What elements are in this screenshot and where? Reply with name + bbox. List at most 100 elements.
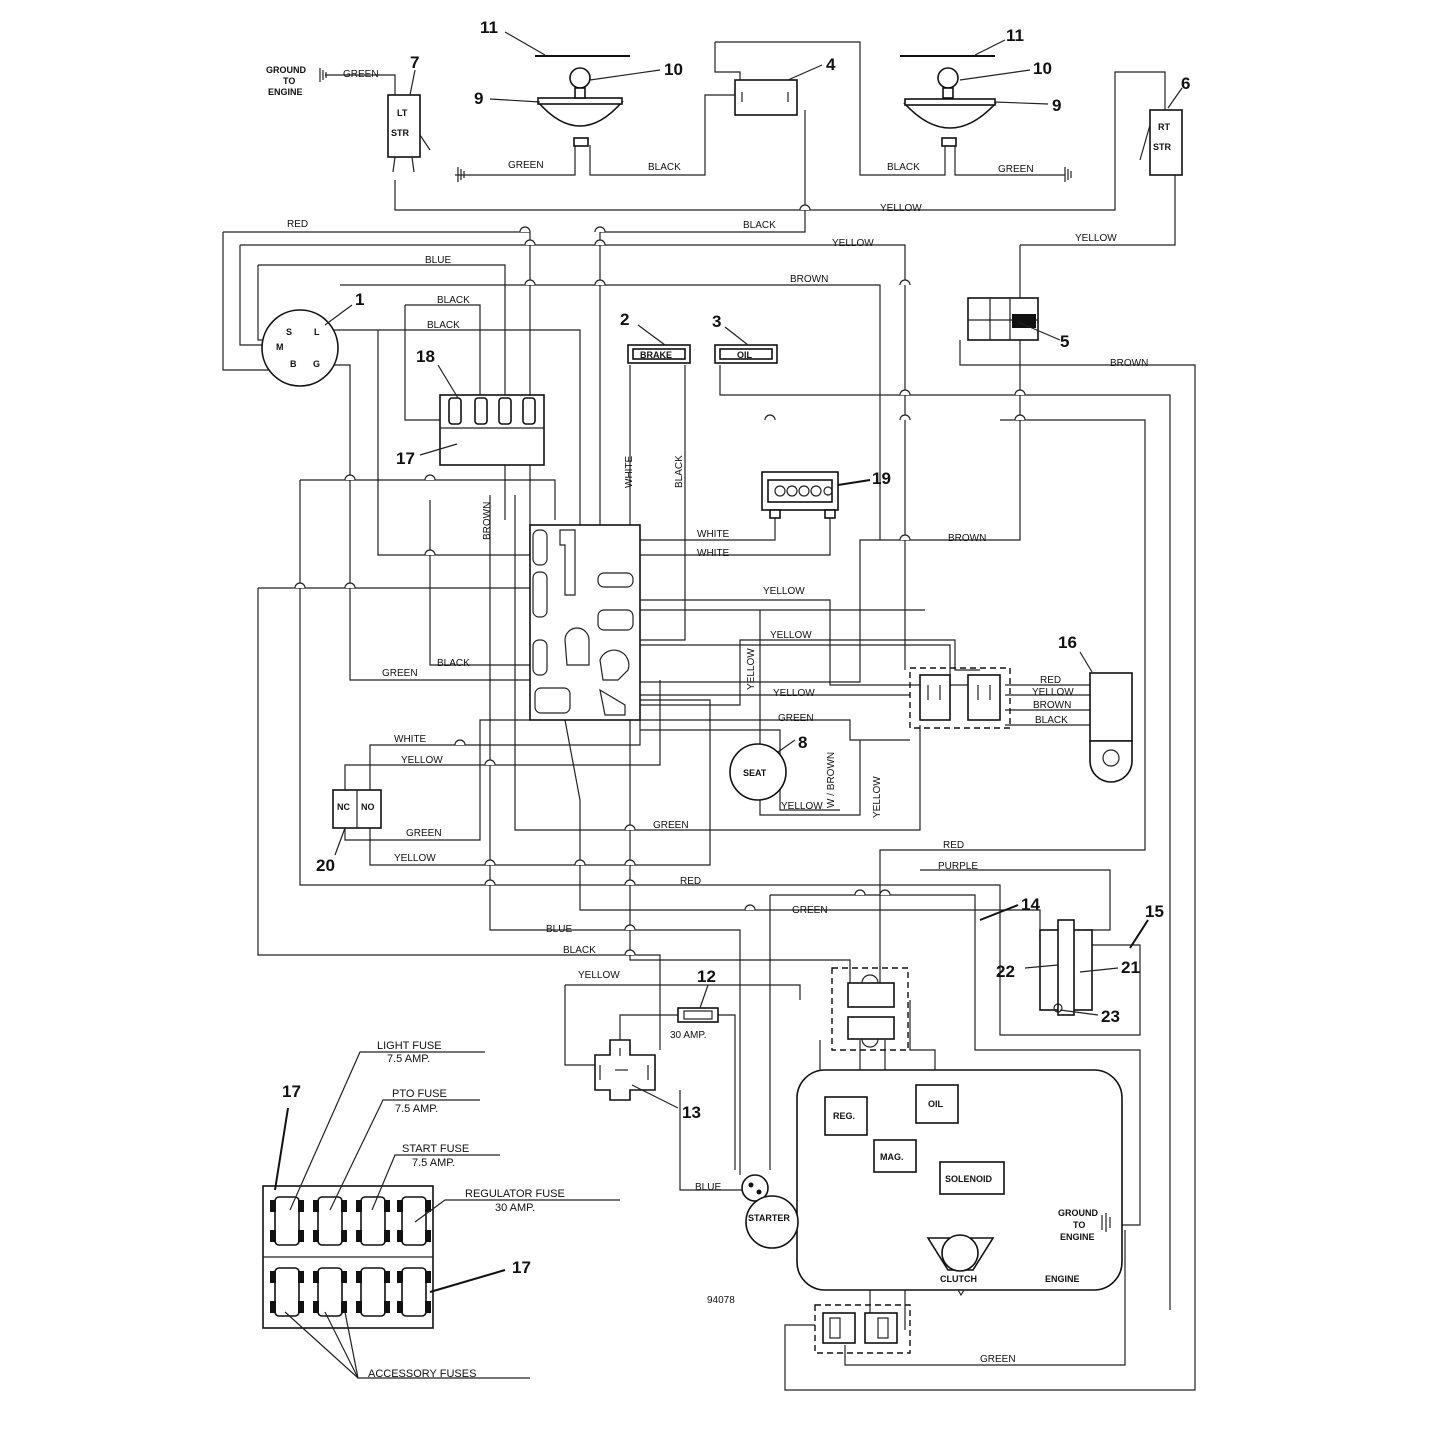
starter-motor: STARTER [741,1174,799,1249]
svg-text:BROWN: BROWN [790,274,828,285]
accessory-fuses-label: ACCESSORY FUSES [368,1368,476,1380]
svg-text:WHITE: WHITE [697,529,730,540]
svg-text:WHITE: WHITE [624,455,635,488]
callout-16: 16 [1058,633,1077,652]
callout-10-left: 10 [664,60,683,79]
svg-text:RED: RED [287,219,308,230]
callout-12: 12 [697,967,716,986]
svg-text:WHITE: WHITE [697,548,730,559]
svg-text:YELLOW: YELLOW [394,853,436,864]
starter-relay-13 [594,1039,656,1101]
svg-text:BLACK: BLACK [674,455,685,488]
oil-switch: OIL [714,344,778,364]
callout-2: 2 [620,310,629,329]
svg-text:BLACK: BLACK [437,295,470,306]
svg-text:GREEN: GREEN [343,69,379,80]
svg-text:OIL: OIL [737,350,753,360]
svg-text:RED: RED [943,840,964,851]
svg-text:GROUND: GROUND [266,65,306,75]
svg-text:BLUE: BLUE [695,1182,721,1193]
svg-text:MAG.: MAG. [880,1152,904,1162]
callout-17-top: 17 [396,449,415,468]
svg-text:YELLOW: YELLOW [746,648,757,690]
callout-18: 18 [416,347,435,366]
svg-text:NC: NC [337,802,350,812]
svg-text:REG.: REG. [833,1111,855,1121]
start-fuse-label: START FUSE [402,1143,469,1155]
callout-10-right: 10 [1033,59,1052,78]
fuse-row-bottom [270,1267,431,1317]
svg-text:YELLOW: YELLOW [770,630,812,641]
callout-6: 6 [1181,74,1190,93]
callout-17-bottom-1: 17 [282,1082,301,1101]
pto-connector [814,1304,911,1354]
svg-text:GREEN: GREEN [980,1354,1016,1365]
nc-no-switch: NC NO [332,789,382,829]
relay-4 [734,79,798,116]
svg-text:GROUND: GROUND [1058,1208,1098,1218]
engine-connector [831,967,909,1051]
svg-text:RED: RED [680,876,701,887]
connector-5 [967,297,1039,341]
callout-20: 20 [316,856,335,875]
terminal-m: M [276,342,284,352]
svg-text:STR: STR [1153,142,1172,152]
callouts: 1 2 3 4 5 6 7 8 9 9 10 10 11 11 12 13 14… [282,18,1190,1277]
fuse-legend: LIGHT FUSE 7.5 AMP. PTO FUSE 7.5 AMP. ST… [368,1040,565,1380]
svg-text:BLACK: BLACK [887,162,920,173]
svg-text:GREEN: GREEN [792,905,828,916]
right-steering-switch: RT STR [1139,109,1183,176]
svg-text:YELLOW: YELLOW [1075,233,1117,244]
light-fuse-rating: 7.5 AMP. [387,1053,430,1065]
svg-text:WHITE: WHITE [394,734,427,745]
ground-to-engine-right: GROUND TO ENGINE [1058,1208,1111,1242]
callout-7: 7 [410,53,419,72]
pto-fuse-rating: 7.5 AMP. [395,1103,438,1115]
pto-fuse-label: PTO FUSE [392,1088,447,1100]
svg-text:YELLOW: YELLOW [773,688,815,699]
svg-text:YELLOW: YELLOW [880,203,922,214]
terminal-s: S [286,327,292,337]
svg-text:ENGINE: ENGINE [268,87,303,97]
svg-text:YELLOW: YELLOW [832,238,874,249]
callout-21: 21 [1121,958,1140,977]
ignition-switch: S L M B G [261,309,339,387]
svg-text:GREEN: GREEN [653,820,689,831]
callout-22: 22 [996,962,1015,981]
wire-labels: GREEN GREEN BLACK BLACK GREEN YELLOW RED… [287,69,1148,1365]
svg-text:GREEN: GREEN [508,160,544,171]
svg-text:BLACK: BLACK [437,658,470,669]
svg-text:TO: TO [1073,1220,1085,1230]
lt-str-label-2: STR [391,128,410,138]
seat-switch: SEAT [729,743,787,801]
connector-16 [1089,672,1133,783]
svg-text:BLACK: BLACK [743,220,776,231]
control-module [529,524,641,721]
svg-text:BLUE: BLUE [546,924,572,935]
callout-17-bottom-2: 17 [512,1258,531,1277]
fuse-row-top [270,1196,431,1246]
svg-text:W / BROWN: W / BROWN [826,752,837,808]
fuse-12: 30 AMP. [670,1007,719,1041]
callout-9-right: 9 [1052,96,1061,115]
svg-text:BROWN: BROWN [1110,358,1148,369]
light-fuse-label: LIGHT FUSE [377,1040,442,1052]
callout-3: 3 [712,312,721,331]
svg-text:BLACK: BLACK [563,945,596,956]
regulator-21 [1039,919,1093,1016]
fuse-block-18 [439,394,545,466]
callout-14: 14 [1021,895,1040,914]
svg-text:PURPLE: PURPLE [938,861,978,872]
left-steering-switch: LT STR [387,94,431,173]
svg-text:CLUTCH: CLUTCH [940,1274,977,1284]
diagram-id: 94078 [707,1295,735,1306]
svg-text:YELLOW: YELLOW [1032,687,1074,698]
regulator-fuse-label: REGULATOR FUSE [465,1188,565,1200]
callout-9-left: 9 [474,89,483,108]
ground-symbol-top-left: GROUND TO ENGINE [266,65,327,97]
svg-text:YELLOW: YELLOW [401,755,443,766]
svg-text:BROWN: BROWN [1033,700,1071,711]
callout-15: 15 [1145,902,1164,921]
svg-text:BROWN: BROWN [482,502,493,540]
